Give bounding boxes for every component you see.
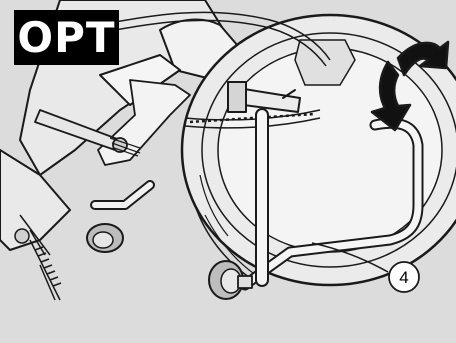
callout-label-4: 4 [389,262,419,292]
opt-badge: OPT [14,10,119,65]
